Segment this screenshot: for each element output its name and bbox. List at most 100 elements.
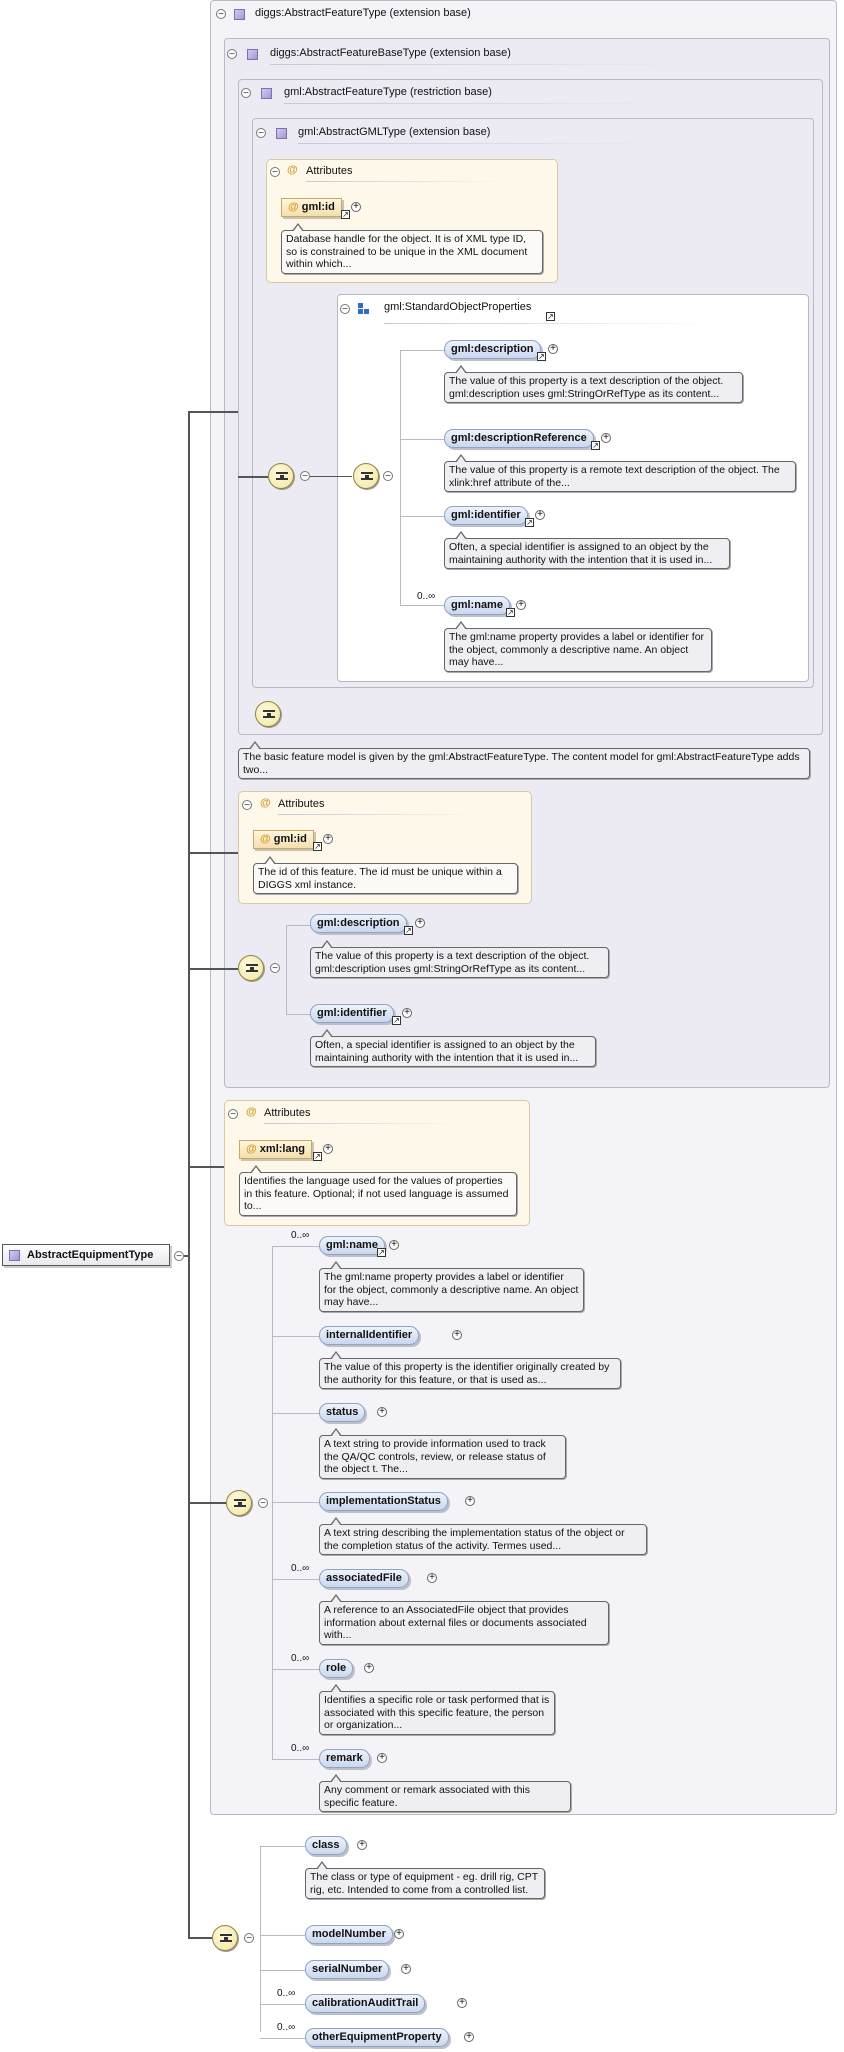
element-modelnumber[interactable]: modelNumber — [305, 1925, 393, 1944]
element-status[interactable]: status — [319, 1403, 366, 1422]
reference-link-icon[interactable]: ↗ — [591, 441, 600, 450]
element-remark[interactable]: remark — [319, 1749, 370, 1768]
attributes-title: Attributes — [278, 798, 325, 810]
collapse-std-props-button[interactable]: − — [340, 304, 350, 315]
collapse-attributes-button[interactable]: − — [242, 800, 252, 811]
element-gml-identifier[interactable]: gml:identifier — [310, 1004, 394, 1023]
element-gml-description[interactable]: gml:description — [310, 914, 407, 933]
attribute-icon: @ — [287, 164, 298, 176]
attributes-title: Attributes — [264, 1107, 311, 1119]
reference-link-icon[interactable]: ↗ — [341, 210, 350, 219]
reference-link-icon[interactable]: ↗ — [392, 1016, 401, 1025]
element-gml-description[interactable]: gml:description — [444, 340, 541, 359]
attribute-icon: @ — [288, 201, 299, 213]
documentation-note: The basic feature model is given by the … — [238, 741, 810, 779]
documentation-note: Database handle for the object. It is of… — [281, 223, 543, 274]
reference-link-icon[interactable]: ↗ — [506, 608, 515, 617]
collapse-attributes-button[interactable]: − — [270, 167, 280, 178]
collapse-sequence-button[interactable]: − — [258, 1498, 268, 1509]
element-role[interactable]: role — [319, 1659, 354, 1678]
cardinality-label: 0..∞ — [277, 2022, 296, 2033]
reference-link-icon[interactable]: ↗ — [404, 926, 413, 935]
expand-button[interactable]: + — [357, 1840, 367, 1850]
collapse-root-button[interactable]: − — [174, 1251, 184, 1262]
element-otherequipmentproperty[interactable]: otherEquipmentProperty — [305, 2028, 449, 2047]
documentation-note: Often, a special identifier is assigned … — [310, 1029, 596, 1067]
documentation-note: The gml:name property provides a label o… — [319, 1261, 584, 1312]
element-gml-name[interactable]: gml:name — [319, 1236, 385, 1255]
documentation-note: Often, a special identifier is assigned … — [444, 531, 730, 569]
expand-button[interactable]: + — [402, 1008, 412, 1018]
expand-button[interactable]: + — [535, 510, 545, 520]
expand-button[interactable]: + — [457, 1998, 467, 2008]
element-gml-identifier[interactable]: gml:identifier — [444, 506, 528, 525]
expand-button[interactable]: + — [601, 433, 611, 443]
expand-button[interactable]: + — [548, 344, 558, 354]
attribute-icon: @ — [260, 797, 271, 809]
expand-button[interactable]: + — [389, 1240, 399, 1250]
attribute-gml-id[interactable]: @ gml:id — [253, 830, 314, 849]
reference-link-icon[interactable]: ↗ — [537, 352, 546, 361]
collapse-sequence-button[interactable]: − — [244, 1933, 254, 1944]
expand-button[interactable]: + — [364, 1663, 374, 1673]
collapse-diggs-base-button[interactable]: − — [227, 49, 237, 60]
collapse-gml-gml-button[interactable]: − — [256, 128, 266, 139]
element-gml-name[interactable]: gml:name — [444, 596, 510, 615]
documentation-note: The value of this property is the identi… — [319, 1351, 621, 1389]
expand-button[interactable]: + — [394, 1929, 404, 1939]
documentation-note: The class or type of equipment - eg. dri… — [305, 1861, 545, 1899]
collapse-sequence-button[interactable]: − — [300, 471, 310, 482]
expand-button[interactable]: + — [516, 600, 526, 610]
documentation-note: A text string to provide information use… — [319, 1428, 566, 1479]
expand-button[interactable]: + — [427, 1573, 437, 1583]
element-implementationstatus[interactable]: implementationStatus — [319, 1492, 448, 1511]
expand-button[interactable]: + — [452, 1330, 462, 1340]
reference-link-icon[interactable]: ↗ — [313, 842, 322, 851]
expand-button[interactable]: + — [415, 918, 425, 928]
element-calibrationaudittrail[interactable]: calibrationAuditTrail — [305, 1994, 426, 2013]
element-gml-description-reference[interactable]: gml:descriptionReference — [444, 429, 594, 448]
expand-button[interactable]: + — [377, 1407, 387, 1417]
collapse-diggs-feature-button[interactable]: − — [216, 9, 226, 20]
expand-button[interactable]: + — [465, 1496, 475, 1506]
sequence-compositor-icon[interactable] — [226, 1490, 252, 1516]
cardinality-label: 0..∞ — [291, 1653, 310, 1664]
complex-type-icon — [9, 1250, 20, 1261]
expand-button[interactable]: + — [464, 2032, 474, 2042]
documentation-note: A text string describing the implementat… — [319, 1517, 647, 1555]
sequence-compositor-icon[interactable] — [212, 1925, 238, 1951]
attribute-name: gml:id — [273, 833, 307, 845]
attribute-xml-lang[interactable]: @ xml:lang — [239, 1140, 313, 1159]
documentation-note: The value of this property is a text des… — [310, 940, 609, 978]
root-element-abstract-equipment-type[interactable]: AbstractEquipmentType — [2, 1244, 170, 1266]
expand-button[interactable]: + — [401, 1964, 411, 1974]
sequence-compositor-icon[interactable] — [268, 463, 294, 489]
expand-button[interactable]: + — [351, 202, 361, 212]
group-icon — [358, 303, 370, 315]
reference-link-icon[interactable]: ↗ — [313, 1152, 322, 1161]
collapse-sequence-button[interactable]: − — [270, 963, 280, 974]
collapse-gml-feature-button[interactable]: − — [241, 88, 251, 99]
reference-link-icon[interactable]: ↗ — [377, 1248, 386, 1257]
attribute-name: xml:lang — [259, 1143, 306, 1155]
collapse-attributes-button[interactable]: − — [228, 1109, 238, 1120]
sequence-compositor-icon[interactable] — [353, 463, 379, 489]
attribute-gml-id[interactable]: @ gml:id — [281, 198, 342, 217]
cardinality-label: 0..∞ — [277, 1988, 296, 1999]
element-internalidentifier[interactable]: internalIdentifier — [319, 1326, 420, 1345]
expand-button[interactable]: + — [323, 1144, 333, 1154]
documentation-note: The value of this property is a text des… — [444, 365, 743, 403]
sequence-compositor-icon[interactable] — [238, 955, 264, 981]
sequence-compositor-icon[interactable] — [255, 701, 281, 727]
expand-button[interactable]: + — [323, 834, 333, 844]
reference-link-icon[interactable]: ↗ — [546, 312, 555, 321]
collapse-sequence-button[interactable]: − — [383, 471, 393, 482]
cardinality-label: 0..∞ — [291, 1743, 310, 1754]
gml-feature-type-title: gml:AbstractFeatureType (restriction bas… — [284, 86, 492, 98]
cardinality-label: 0..∞ — [417, 591, 436, 602]
reference-link-icon[interactable]: ↗ — [525, 518, 534, 527]
element-associatedfile[interactable]: associatedFile — [319, 1569, 409, 1588]
element-class[interactable]: class — [305, 1836, 347, 1855]
expand-button[interactable]: + — [377, 1753, 387, 1763]
element-serialnumber[interactable]: serialNumber — [305, 1960, 390, 1979]
